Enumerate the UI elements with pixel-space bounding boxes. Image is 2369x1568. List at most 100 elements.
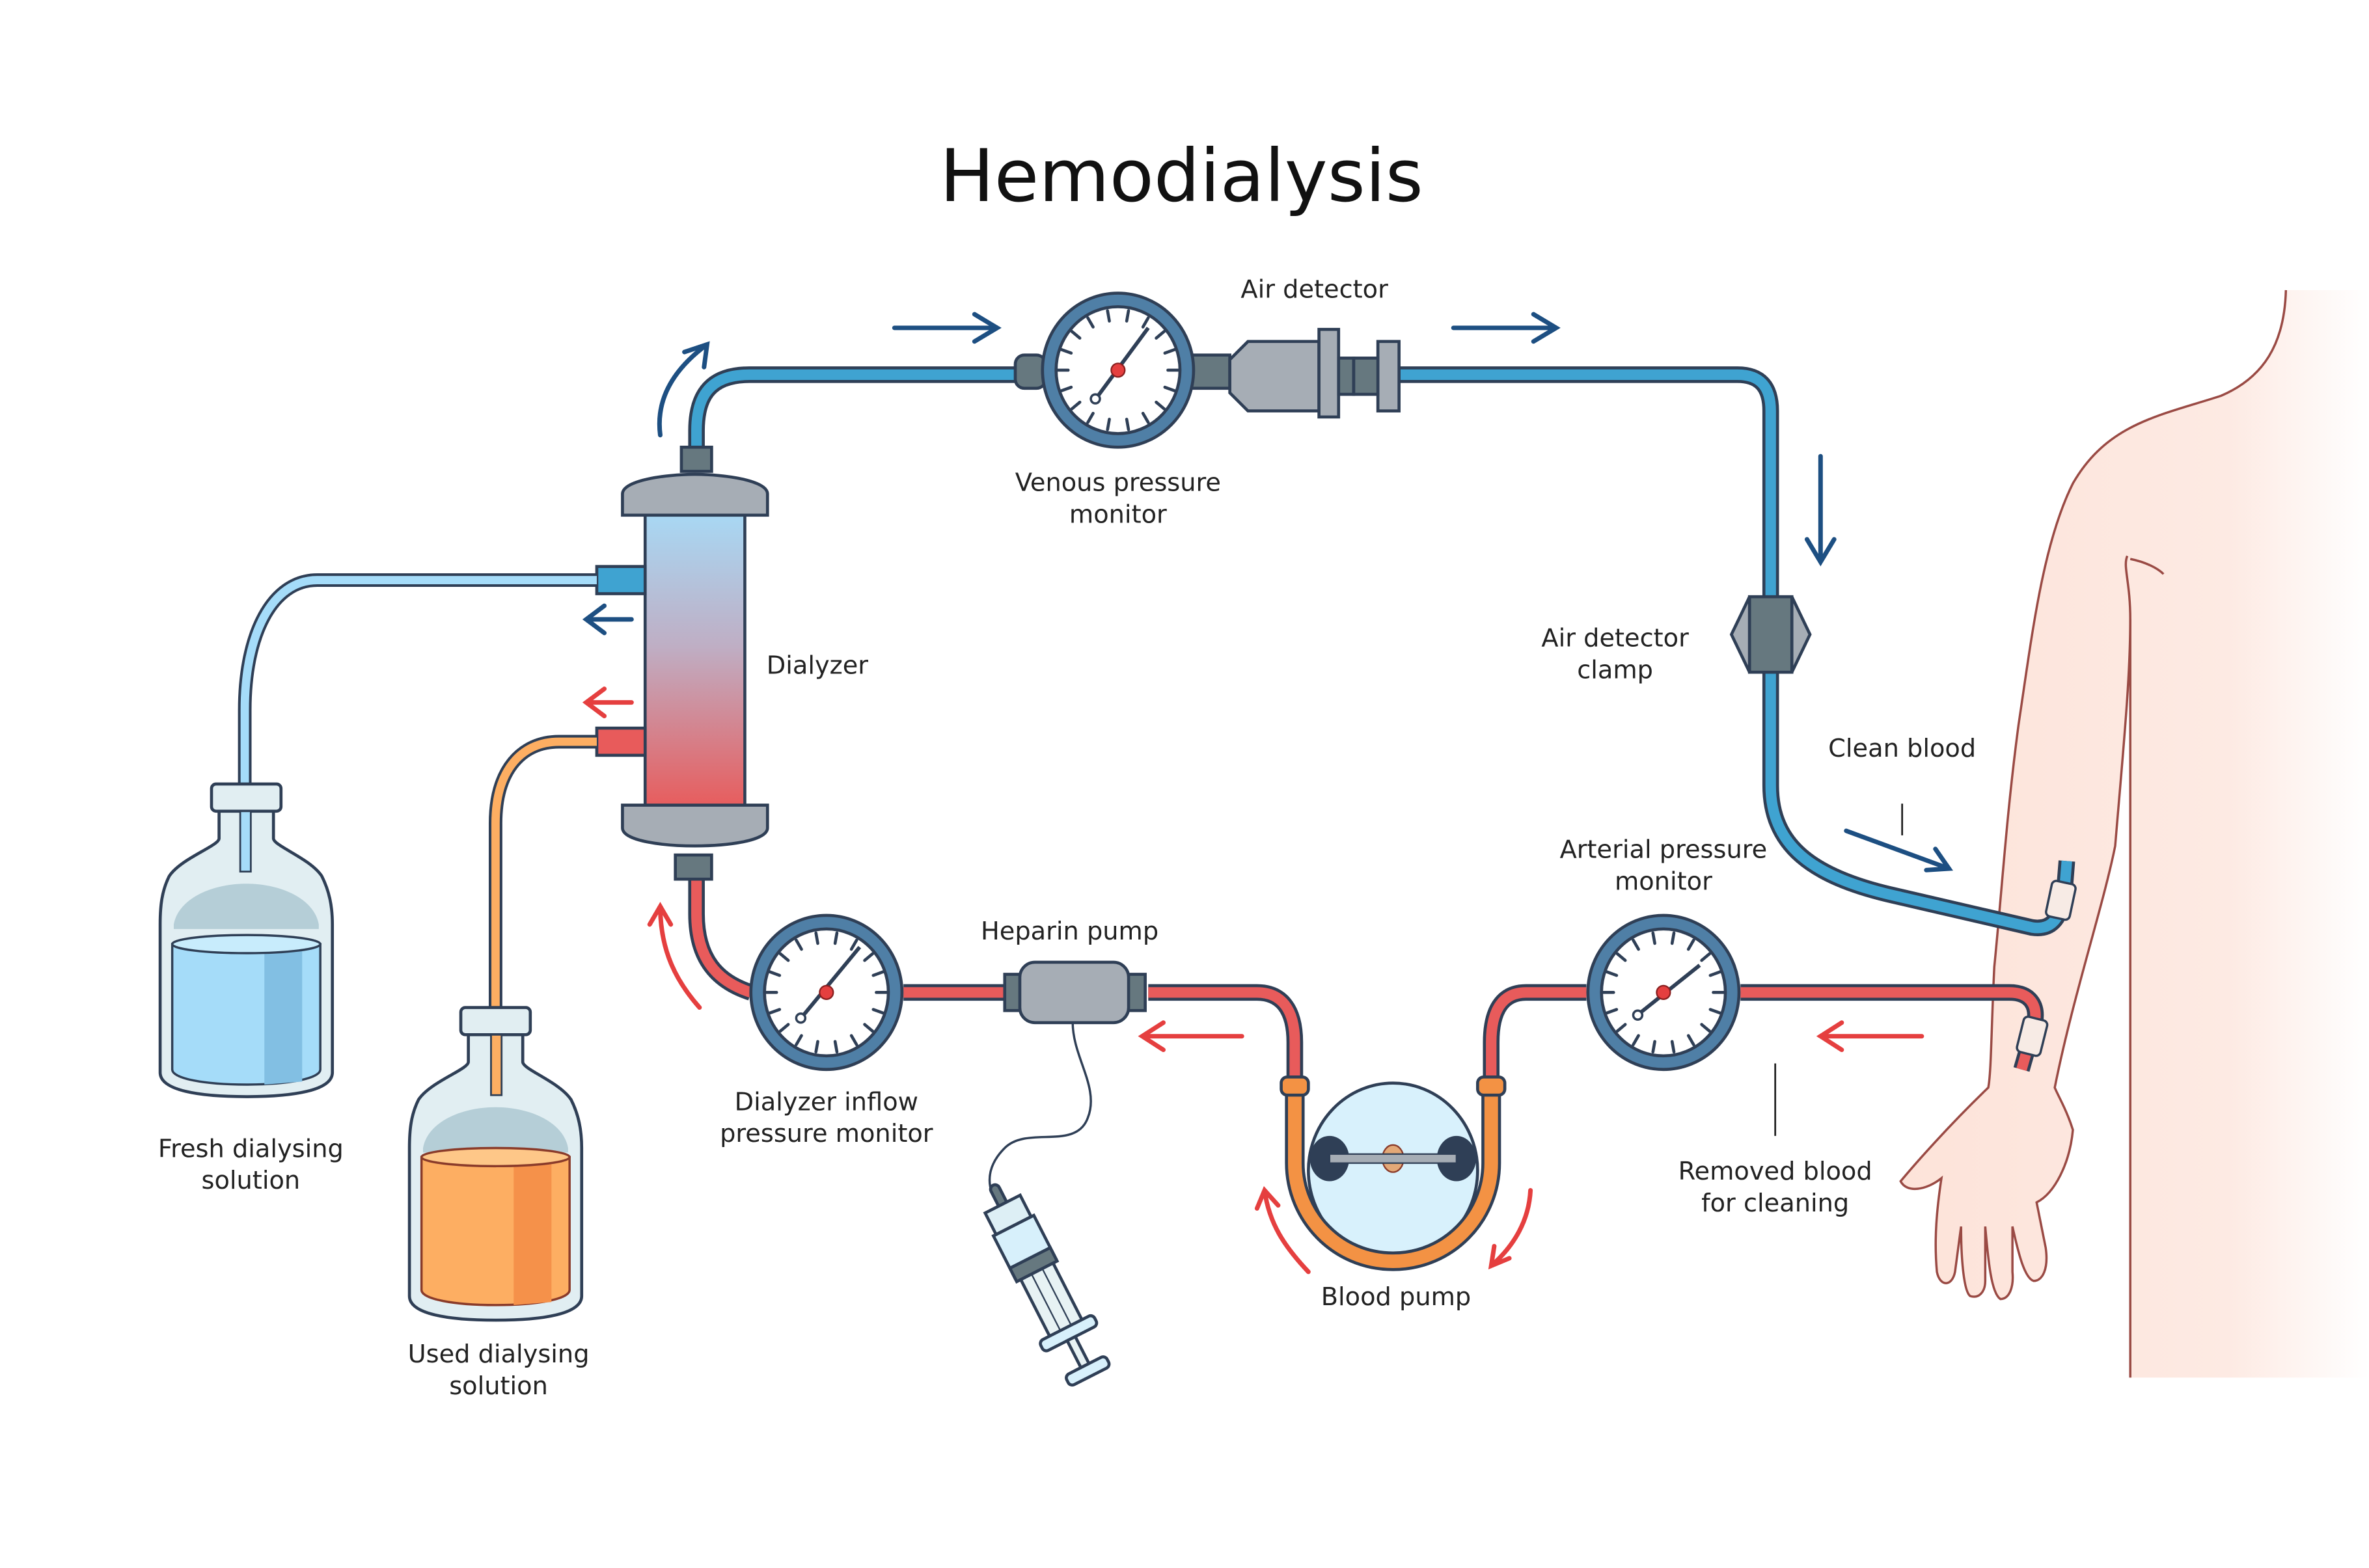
gauge-tick: [1060, 347, 1073, 355]
arrow-curved-up-icon: [657, 341, 710, 438]
label-clean-blood: Clean blood: [1828, 734, 1976, 763]
gauge-tick: [814, 931, 819, 945]
fresh-dialysing-solution-bottle: [158, 573, 597, 1098]
gauge-tick: [849, 1034, 858, 1047]
gauge-tick: [1605, 970, 1619, 977]
arterial-needle-connector: [2016, 1015, 2049, 1057]
gauge-tick: [1605, 1008, 1619, 1015]
gauge-tick: [1708, 1008, 1722, 1015]
label-venous-pressure-monitor-1: Venous pressure: [1015, 468, 1221, 498]
gauge-tick: [1686, 1034, 1695, 1047]
gauge-tick: [1651, 1040, 1656, 1054]
label-arterial-pressure-monitor-1: Arterial pressure: [1560, 835, 1768, 865]
gauge-tick: [1106, 309, 1111, 323]
gauge-tick: [1106, 418, 1111, 431]
gauge-tick: [814, 1040, 819, 1054]
gauge-tick: [863, 952, 875, 962]
gauge-tick: [1686, 938, 1695, 951]
gauge-tick: [1670, 931, 1676, 945]
gauge-tick: [1615, 952, 1627, 962]
arrow-right-icon: [892, 312, 1002, 344]
gauge-tick: [1086, 316, 1095, 329]
gauge-tick: [795, 1034, 803, 1047]
gauge-tick: [1163, 347, 1177, 355]
arrow-curved-up-icon: [647, 902, 702, 1010]
label-removed-blood-1: Removed blood: [1678, 1157, 1872, 1186]
gauge-tick: [863, 1023, 875, 1033]
label-air-detector: Air detector: [1240, 275, 1388, 304]
gauge-tick: [778, 1023, 790, 1033]
arrow-curved-down-icon: [1488, 1187, 1533, 1270]
gauge-tick: [778, 952, 790, 962]
arrow-curved-up-icon: [1254, 1186, 1311, 1275]
gauge-tick: [1670, 1040, 1676, 1054]
flow-arrows: [582, 312, 1954, 1275]
dialyzer: [595, 446, 769, 881]
gauge-tick: [1700, 1023, 1712, 1033]
arrow-left-icon: [1816, 1020, 1924, 1053]
gauge-tick: [1155, 329, 1166, 340]
gauge-tick: [1141, 411, 1150, 424]
dialysate-outlet-port: [595, 565, 647, 595]
label-used-solution-1: Used dialysing: [408, 1340, 590, 1369]
used-dialysing-solution-bottle: [407, 735, 597, 1322]
label-fresh-solution-2: solution: [202, 1166, 301, 1195]
gauge-tick: [1125, 418, 1130, 431]
gauge-tick: [768, 1008, 782, 1015]
arrow-left-icon: [582, 686, 634, 719]
gauge-tick: [1708, 970, 1722, 977]
arrow-left-icon: [582, 603, 634, 636]
gauge-tick: [1086, 411, 1095, 424]
label-fresh-solution-1: Fresh dialysing: [158, 1134, 344, 1163]
heparin-syringe: [983, 1183, 1111, 1387]
gauge-tick: [1070, 400, 1082, 411]
label-heparin-pump: Heparin pump: [981, 917, 1158, 946]
gauge-tick: [1060, 385, 1073, 393]
air-detector-clamp: [1729, 595, 1812, 674]
label-dialyzer: Dialyzer: [767, 651, 869, 681]
label-dialyzer-inflow-1: Dialyzer inflow: [735, 1087, 918, 1116]
gauge-tick: [1155, 400, 1166, 411]
gauge-tick: [1651, 931, 1656, 945]
arrow-diagonal-icon: [1844, 828, 1954, 872]
gauge-tick: [1070, 329, 1082, 340]
gauge-tick: [1125, 309, 1130, 323]
air-detector: [1228, 327, 1401, 419]
label-venous-pressure-monitor-2: monitor: [1069, 500, 1167, 529]
gauge-tick: [871, 970, 885, 977]
venous-needle-connector: [2045, 880, 2077, 921]
patient-arm: [1899, 290, 2369, 1378]
venous-line: [688, 366, 2077, 936]
gauge-tick: [1615, 1023, 1627, 1033]
gauge-tick: [871, 1008, 885, 1015]
gauge-tick: [795, 938, 803, 951]
heparin-cable: [988, 1022, 1092, 1202]
venous-pressure-gauge: [1013, 291, 1231, 449]
gauge-tick: [1700, 952, 1712, 962]
arrow-down-icon: [1804, 453, 1837, 567]
gauge-tick: [1141, 316, 1150, 329]
blood-pump: [1280, 1075, 1507, 1271]
dialyzer-inflow-pressure-gauge: [749, 913, 904, 1072]
heparin-pump: [988, 960, 1147, 1202]
gauge-tick: [768, 970, 782, 977]
label-air-detector-clamp-1: Air detector: [1541, 624, 1689, 653]
gauge-tick: [849, 938, 858, 951]
label-removed-blood-2: for cleaning: [1701, 1189, 1849, 1218]
label-dialyzer-inflow-2: pressure monitor: [720, 1119, 933, 1148]
gauge-tick: [833, 931, 839, 945]
gauge-tick: [1632, 938, 1640, 951]
label-arterial-pressure-monitor-2: monitor: [1615, 867, 1712, 897]
dialysate-inlet-port: [595, 726, 647, 757]
gauge-tick: [833, 1040, 839, 1054]
gauge-tick: [1632, 1034, 1640, 1047]
arrow-right-icon: [1451, 312, 1561, 344]
gauge-tick: [1163, 385, 1177, 393]
arrow-left-icon: [1138, 1020, 1244, 1053]
arterial-pressure-gauge: [1586, 913, 1741, 1072]
label-used-solution-2: solution: [449, 1372, 548, 1401]
label-air-detector-clamp-2: clamp: [1577, 656, 1653, 685]
diagram-title: Hemodialysis: [940, 135, 1423, 219]
label-blood-pump: Blood pump: [1321, 1282, 1471, 1312]
